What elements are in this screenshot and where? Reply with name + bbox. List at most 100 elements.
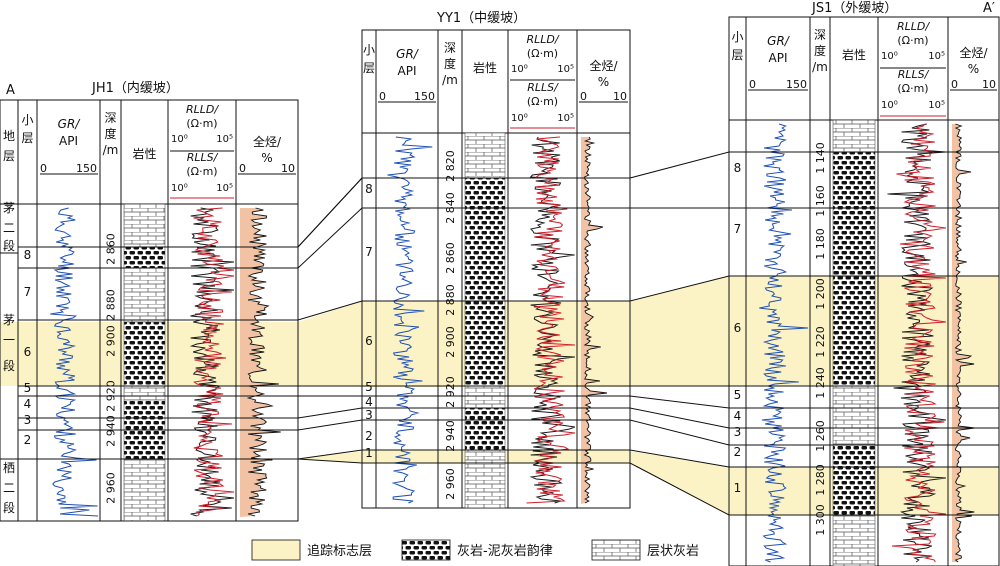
layer-label-js1-4: 4 [734,409,742,423]
depth-tick-js1-1: 1 160 [814,185,827,217]
layer-label-jh1-6: 2 [24,433,32,447]
layer-label-yy1-7: 1 [365,446,373,460]
lith-yy1-5 [464,449,506,509]
depth-tick-jh1-2: 2 900 [105,325,118,357]
legend-label-marker: 追踪标志层 [307,543,372,559]
lith-jh1-2 [123,267,166,323]
hdr-res-min-b-js1: 10⁰ [881,100,898,111]
marker-connector-6b [630,276,729,386]
hdr-depth-a-yy1: 深 [444,41,456,55]
correlation-line-top [236,177,363,248]
lith-js1-4 [832,514,876,566]
hdr-gr-min-yy1: 0 [379,90,386,103]
hdr-gas-min-js1: 0 [951,78,958,91]
js1-frame [728,16,1000,566]
hdr-res-max-a-jh1: 10⁵ [216,134,233,145]
depth-tick-js1-4: 1 220 [814,326,827,358]
lith-js1-1 [832,151,876,387]
hdr-gr-max-jh1: 150 [76,162,97,175]
hdr-layer-a-jh1: 小 [21,113,33,127]
hdr-res-unit-a-jh1: (Ω·m) [186,117,217,130]
legend-swatch-rhythm [401,539,451,561]
hdr-res-max-b-yy1: 10⁵ [557,113,574,124]
depth-tick-js1-5: 1 240 [814,367,827,399]
formation-1-char-0: 茅 [3,313,15,327]
layer-label-js1-7: 1 [734,481,742,495]
hdr-gas-name-yy1: 全烃/ [589,58,618,73]
depth-tick-js1-2: 1 180 [814,228,827,260]
hdr-depth-b-yy1: 度 [444,56,456,71]
hdr-gas-name-js1: 全烃/ [959,45,988,60]
hdr-depth-c-js1: /m [812,60,828,74]
layer-label-yy1-4: 4 [365,395,373,409]
hdr-res-max-b-js1: 10⁵ [928,100,945,111]
gas-fill-js1 [952,124,975,562]
hdr-res-unit-b-jh1: (Ω·m) [186,165,217,178]
layer-label-yy1-2: 6 [365,334,373,348]
hdr-lith-jh1: 岩性 [132,146,156,161]
lith-jh1-4 [123,385,166,401]
lith-yy1-4 [464,407,506,451]
hdr-layer-b-yy1: 层 [363,61,375,75]
depth-tick-yy1-4: 2 900 [444,326,457,358]
hdr-gas-unit-js1: % [968,62,979,76]
depth-tick-yy1-1: 2 840 [444,192,457,224]
depth-tick-js1-3: 1 200 [814,278,827,310]
legend-swatch-marker [251,539,301,561]
depth-tick-js1-0: 1 140 [814,142,827,174]
lith-yy1-0 [464,132,506,179]
depth-tick-yy1-7: 2 960 [444,468,457,500]
layer-label-jh1-1: 7 [24,285,32,299]
gr-curve-js1 [759,123,809,563]
hdr-gr-max-js1: 150 [786,78,807,91]
lith-yy1-2 [464,300,506,387]
lith-js1-3 [832,444,876,516]
depth-tick-jh1-5: 2 960 [105,472,118,504]
hdr-gas-unit-yy1: % [598,75,609,89]
legend: 追踪标志层 灰岩-泥灰岩韵律 层状灰岩 [251,539,699,561]
lith-jh1-0 [123,203,166,248]
well-name-js1: JS1（外缓坡） [811,1,897,16]
depth-tick-jh1-1: 2 880 [105,289,118,321]
hdr-res-unit-a-yy1: (Ω·m) [527,47,558,60]
endpoint-right: A′ [983,1,995,16]
hdr-gr-name-yy1: GR/ [396,47,420,61]
well-titles: A A′ JH1（内缓坡） YY1（中缓坡） JS1（外缓坡） [6,1,995,98]
hdr-rlld-js1: RLLD/ [897,20,930,33]
layer-label-yy1-0: 8 [365,182,373,196]
rlld-curve-yy1 [526,136,575,504]
depth-tick-js1-6: 1 260 [814,420,827,452]
lith-js1-0 [832,119,876,153]
depth-tick-jh1-0: 2 860 [105,233,118,265]
log-curves [50,123,975,563]
hdr-rlls-jh1: RLLS/ [187,151,219,164]
layer-label-js1-2: 6 [734,321,742,335]
hdr-res-max-a-js1: 10⁵ [928,51,945,62]
hdr-gr-max-yy1: 150 [414,90,435,103]
layer-label-yy1-3: 5 [365,380,373,394]
layer-label-js1-3: 5 [734,388,742,402]
gas-curve-jh1 [246,207,281,517]
depth-tick-yy1-6: 2 940 [444,420,457,452]
correlation-line-2 [18,275,999,321]
hdr-formation-b: 层 [3,149,15,163]
hdr-layer-a-js1: 小 [731,30,743,44]
correlation-line-8 [18,458,999,516]
hdr-gas-max-js1: 10 [982,78,996,91]
hdr-res-min-b-jh1: 10⁰ [171,183,188,194]
hdr-gas-name-jh1: 全烃/ [253,134,282,149]
depth-tick-yy1-5: 2 920 [444,376,457,408]
correlation-lines [18,151,999,516]
marker-connector-1b [630,451,729,515]
formation-column [0,252,18,460]
depth-tick-jh1-3: 2 920 [105,380,118,412]
formation-1-char-2: 段 [3,358,15,373]
formation-2-char-0: 栖 [3,460,15,475]
rlld-curve-jh1 [193,207,235,517]
hdr-gas-min-jh1: 0 [239,162,246,175]
layer-label-jh1-2: 6 [24,345,32,359]
gr-curve-jh1 [50,207,99,517]
